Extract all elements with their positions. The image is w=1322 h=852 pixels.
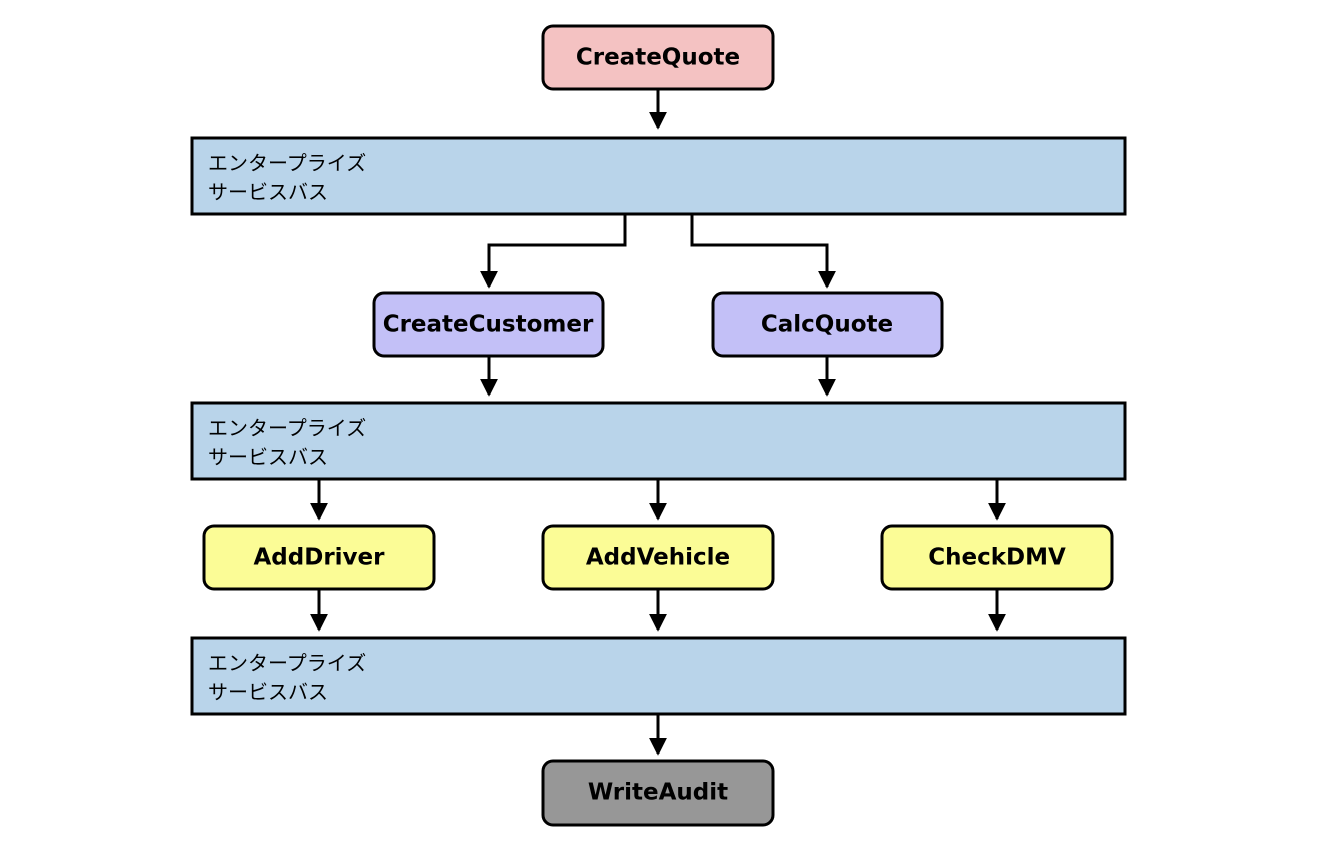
node-checkdmv: CheckDMV <box>880 524 1114 591</box>
node-calcquote: CalcQuote <box>711 291 944 358</box>
node-writeaudit: WriteAudit <box>541 759 775 827</box>
bus-label-line2: サービスバス <box>208 180 328 204</box>
arrow-bus1-to-createcustomer <box>480 214 627 289</box>
arrow-bus1-to-calcquote <box>690 214 836 289</box>
node-label: AddVehicle <box>586 545 730 571</box>
bus-label-line2: サービスバス <box>208 445 328 469</box>
node-createcustomer: CreateCustomer <box>372 291 605 358</box>
service-bus-3: エンタープライズ サービスバス <box>190 636 1127 716</box>
bus-label-line2: サービスバス <box>208 680 328 704</box>
bus-bar <box>190 636 1127 716</box>
node-label: CheckDMV <box>928 545 1066 571</box>
connectors <box>310 90 1006 756</box>
node-label: WriteAudit <box>588 780 728 806</box>
node-adddriver: AddDriver <box>202 524 436 591</box>
node-label: AddDriver <box>254 545 386 571</box>
service-bus-1: エンタープライズ サービスバス <box>190 136 1127 216</box>
node-label: CreateQuote <box>576 45 740 71</box>
bus-label-line1: エンタープライズ <box>208 651 366 675</box>
node-addvehicle: AddVehicle <box>541 524 775 591</box>
bus-label-line1: エンタープライズ <box>208 151 366 175</box>
bus-bar <box>190 136 1127 216</box>
service-bus-2: エンタープライズ サービスバス <box>190 401 1127 481</box>
node-label: CalcQuote <box>761 312 893 338</box>
node-label: CreateCustomer <box>383 312 594 338</box>
node-createquote: CreateQuote <box>541 24 775 91</box>
bus-bar <box>190 401 1127 481</box>
bus-label-line1: エンタープライズ <box>208 416 366 440</box>
